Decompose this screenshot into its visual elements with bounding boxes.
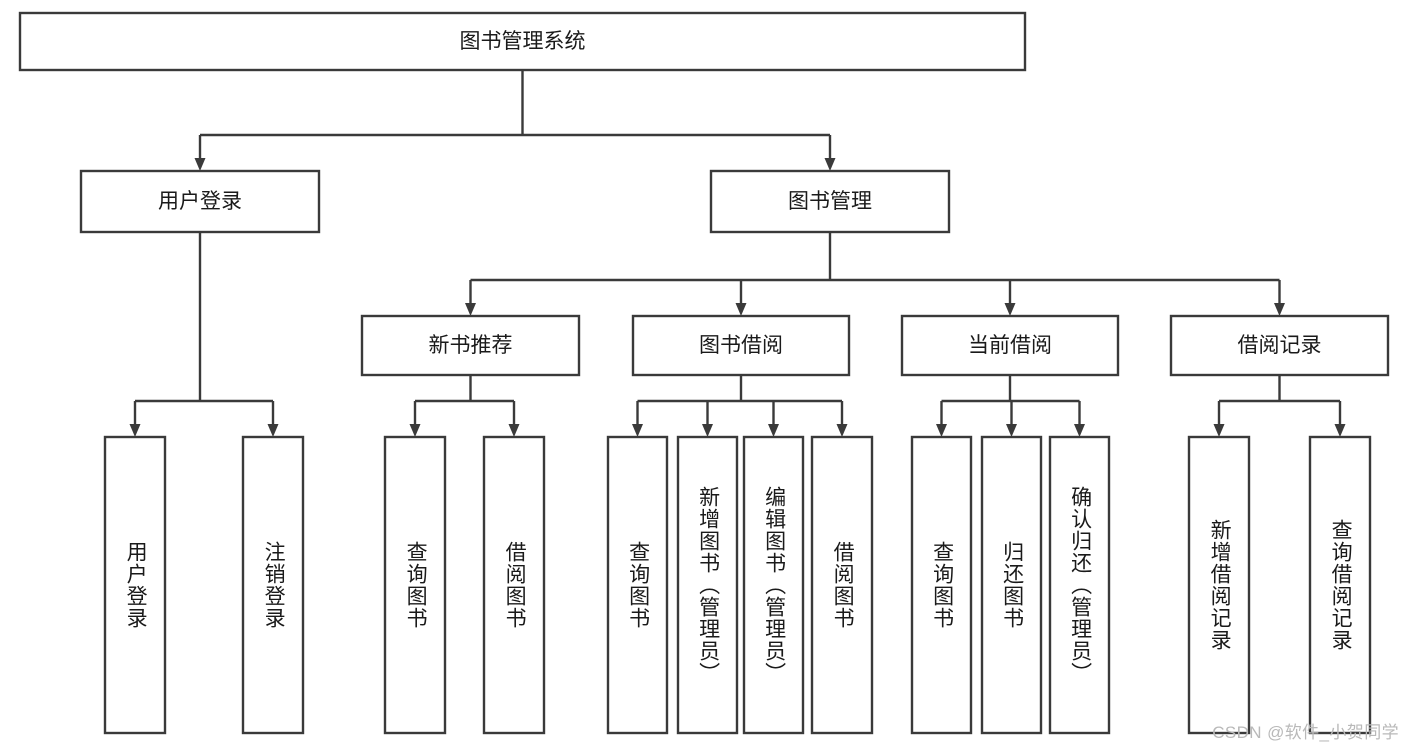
arrow-head-borrow-leaf6 [702, 424, 713, 437]
arrow-head-bookmgmt-current [1004, 303, 1016, 316]
node-box-leaf13[interactable] [1308, 435, 1372, 735]
node-box-root[interactable] [18, 11, 1027, 72]
arrow-head-bookmgmt-record [1274, 303, 1285, 316]
node-box-leaf6[interactable] [676, 435, 739, 735]
arrow-head-login-leaf1 [129, 424, 141, 437]
node-box-leaf11[interactable] [1048, 435, 1111, 735]
arrow-head-current-leaf9 [936, 424, 947, 437]
node-box-leaf10[interactable] [980, 435, 1043, 735]
node-box-bookmgmt[interactable] [709, 169, 951, 234]
node-label-login: 用户登录 [158, 190, 242, 213]
arrow-head-record-leaf12 [1213, 424, 1225, 437]
arrow-head-bookmgmt-newbook [465, 303, 476, 316]
arrow-head-newbook-leaf3 [409, 424, 421, 437]
arrow-head-borrow-leaf7 [768, 424, 779, 437]
node-label-newbook: 新书推荐 [429, 334, 513, 357]
box-layer [18, 11, 1390, 735]
node-box-current[interactable] [900, 314, 1120, 377]
node-box-leaf5[interactable] [606, 435, 669, 735]
node-box-leaf9[interactable] [910, 435, 973, 735]
node-box-leaf12[interactable] [1187, 435, 1251, 735]
node-box-borrow[interactable] [631, 314, 851, 377]
arrow-head-record-leaf13 [1334, 424, 1346, 437]
node-label-borrow: 图书借阅 [699, 334, 783, 357]
node-box-leaf7[interactable] [742, 435, 805, 735]
watermark-text: CSDN @软件_小贺同学 [1212, 723, 1399, 742]
node-box-leaf4[interactable] [482, 435, 546, 735]
node-box-leaf8[interactable] [810, 435, 874, 735]
node-label-current: 当前借阅 [968, 334, 1052, 357]
node-box-login[interactable] [79, 169, 321, 234]
node-box-leaf3[interactable] [383, 435, 447, 735]
node-label-bookmgmt: 图书管理 [788, 190, 872, 213]
arrow-head-root-bookmgmt [824, 158, 836, 171]
arrow-head-newbook-leaf4 [508, 424, 520, 437]
node-label-root: 图书管理系统 [460, 30, 586, 53]
arrow-head-current-leaf11 [1074, 424, 1085, 437]
arrow-head-borrow-leaf8 [836, 424, 848, 437]
arrow-head-bookmgmt-borrow [735, 303, 747, 316]
arrow-head-borrow-leaf5 [632, 424, 643, 437]
arrow-head-login-leaf2 [267, 424, 279, 437]
edge-layer [129, 70, 1346, 437]
node-label-record: 借阅记录 [1238, 334, 1322, 357]
arrow-head-root-login [194, 158, 206, 171]
node-box-record[interactable] [1169, 314, 1390, 377]
node-box-newbook[interactable] [360, 314, 581, 377]
arrow-head-current-leaf10 [1006, 424, 1017, 437]
node-box-leaf2[interactable] [241, 435, 305, 735]
node-box-leaf1[interactable] [103, 435, 167, 735]
